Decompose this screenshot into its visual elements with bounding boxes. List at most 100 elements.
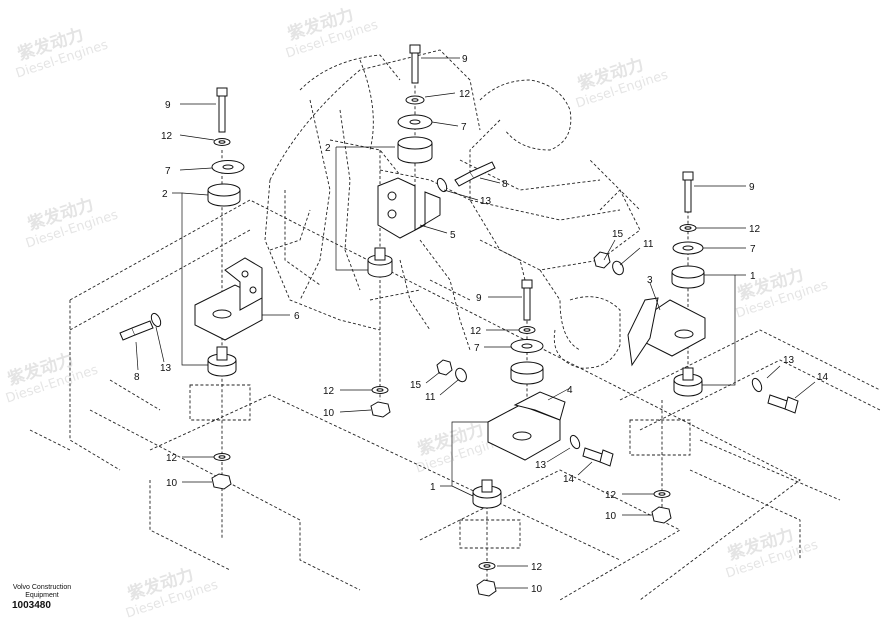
callout-10-ctrbot: 10 xyxy=(323,408,335,419)
bracket-5[interactable] xyxy=(377,177,441,239)
callout-10-rightbot: 10 xyxy=(605,511,617,522)
bolt-8-mid[interactable] xyxy=(454,161,496,187)
callout-12-left: 12 xyxy=(161,131,173,142)
watermark-tile: 紫发动力 Diesel-Engines xyxy=(734,264,830,322)
bolt-14-center[interactable] xyxy=(582,447,614,467)
callout-4: 4 xyxy=(567,385,573,396)
callout-12-top: 12 xyxy=(459,89,471,100)
callout-7-center: 7 xyxy=(474,343,480,354)
nut-10-rightbot[interactable] xyxy=(651,506,672,524)
callout-10-bottom: 10 xyxy=(531,584,543,595)
callout-5: 5 xyxy=(450,230,456,241)
footer-company-line1: Volvo Construction xyxy=(12,584,72,591)
callout-3: 3 xyxy=(647,275,653,286)
mount-1-center-bottom[interactable] xyxy=(472,479,502,509)
bracket-6[interactable] xyxy=(194,257,263,341)
callout-12-bottom: 12 xyxy=(531,562,543,573)
callout-2-left: 2 xyxy=(162,189,168,200)
mount-2-mid[interactable] xyxy=(367,247,393,278)
callout-1-right: 1 xyxy=(750,271,756,282)
callout-8-left: 8 xyxy=(134,372,140,383)
washer-12-ctrbot[interactable] xyxy=(371,386,389,394)
callout-14-right: 14 xyxy=(817,372,829,383)
callout-15-right: 15 xyxy=(612,229,624,240)
callout-2-mid: 2 xyxy=(325,143,331,154)
leader-lines xyxy=(135,57,816,589)
callout-13-center: 13 xyxy=(535,460,547,471)
washer-12-leftbot[interactable] xyxy=(213,453,231,461)
nut-10-bottom[interactable] xyxy=(476,579,497,597)
callout-8-mid: 8 xyxy=(502,179,508,190)
watermark-tile: 紫发动力 Diesel-Engines xyxy=(284,4,380,62)
damper-7-center[interactable] xyxy=(510,339,544,353)
watermark-tile: 紫发动力 Diesel-Engines xyxy=(574,54,670,112)
bolt-9-left[interactable] xyxy=(216,87,228,133)
callout-11-center: 11 xyxy=(425,392,436,403)
callout-14-center: 14 xyxy=(563,474,575,485)
mount-2-top[interactable] xyxy=(397,136,433,164)
washer-13-mid[interactable] xyxy=(435,177,448,193)
callout-11-right: 11 xyxy=(643,239,654,250)
washer-12-center[interactable] xyxy=(518,326,536,334)
bolt-9-right[interactable] xyxy=(682,171,694,213)
callout-13-mid: 13 xyxy=(480,196,492,207)
callout-12-leftbot: 12 xyxy=(166,453,178,464)
drawing-code: 1003480 xyxy=(12,600,51,611)
washer-12-right[interactable] xyxy=(679,224,697,232)
washer-13-right[interactable] xyxy=(750,377,763,393)
mount-2-left[interactable] xyxy=(207,183,241,207)
callout-9-center: 9 xyxy=(476,293,482,304)
mount-1-right-top[interactable] xyxy=(671,265,705,289)
watermark-tile: 紫发动力 Diesel-Engines xyxy=(4,349,100,407)
mount-1-right-bottom[interactable] xyxy=(673,367,703,397)
callout-12-rightbot: 12 xyxy=(605,490,617,501)
callout-13-right: 13 xyxy=(783,355,795,366)
bolt-14-right[interactable] xyxy=(767,394,799,414)
callout-13-left: 13 xyxy=(160,363,172,374)
callout-12-ctrbot: 12 xyxy=(323,386,335,397)
mount-1-center-top[interactable] xyxy=(510,361,544,385)
damper-7-right[interactable] xyxy=(672,241,704,255)
callout-12-right: 12 xyxy=(749,224,761,235)
nut-10-leftbot[interactable] xyxy=(211,473,232,490)
washer-13-left[interactable] xyxy=(149,312,162,328)
washer-12-bottom[interactable] xyxy=(478,562,496,570)
footer-company: Volvo Construction Equipment xyxy=(12,584,72,600)
callout-7-right: 7 xyxy=(750,244,756,255)
callout-9-top: 9 xyxy=(462,54,468,65)
callout-7-left: 7 xyxy=(165,166,171,177)
bracket-4[interactable] xyxy=(487,391,566,461)
callout-10-leftbot: 10 xyxy=(166,478,178,489)
washer-12-rightbot[interactable] xyxy=(653,490,671,498)
callout-12-center: 12 xyxy=(470,326,482,337)
callout-labels: 9 12 7 2 8 13 5 9 12 7 2 6 8 13 9 12 7 1… xyxy=(134,54,829,595)
callout-15-center: 15 xyxy=(410,380,422,391)
watermark-tile: 紫发动力 Diesel-Engines xyxy=(724,524,820,582)
mount-1-left[interactable] xyxy=(207,346,237,377)
nut-10-ctrbot[interactable] xyxy=(370,401,391,418)
washer-11-center[interactable] xyxy=(454,367,469,384)
washer-13-center[interactable] xyxy=(568,434,581,450)
damper-7-left[interactable] xyxy=(211,160,245,174)
watermark-tile: 紫发动力 Diesel-Engines xyxy=(124,564,220,622)
callout-9-right: 9 xyxy=(749,182,755,193)
axis-lines xyxy=(221,75,689,590)
bolt-9-top[interactable] xyxy=(409,44,421,84)
frame-outline xyxy=(29,199,881,601)
callout-9-left: 9 xyxy=(165,100,171,111)
bracket-3[interactable] xyxy=(627,297,706,367)
callout-6: 6 xyxy=(294,311,300,322)
bolt-9-center[interactable] xyxy=(521,279,533,321)
nut-15-right[interactable] xyxy=(593,251,611,269)
callout-1-center: 1 xyxy=(430,482,436,493)
footer-company-line2: Equipment xyxy=(25,592,59,599)
watermark-tile: 紫发动力 Diesel-Engines xyxy=(14,24,110,82)
washer-12-left[interactable] xyxy=(213,138,231,146)
bolt-8-left[interactable] xyxy=(119,320,154,341)
damper-7-top[interactable] xyxy=(397,114,433,130)
washer-12-top[interactable] xyxy=(405,95,425,105)
watermark-tile: 紫发动力 Diesel-Engines xyxy=(24,194,120,252)
engine-outline xyxy=(264,49,641,369)
